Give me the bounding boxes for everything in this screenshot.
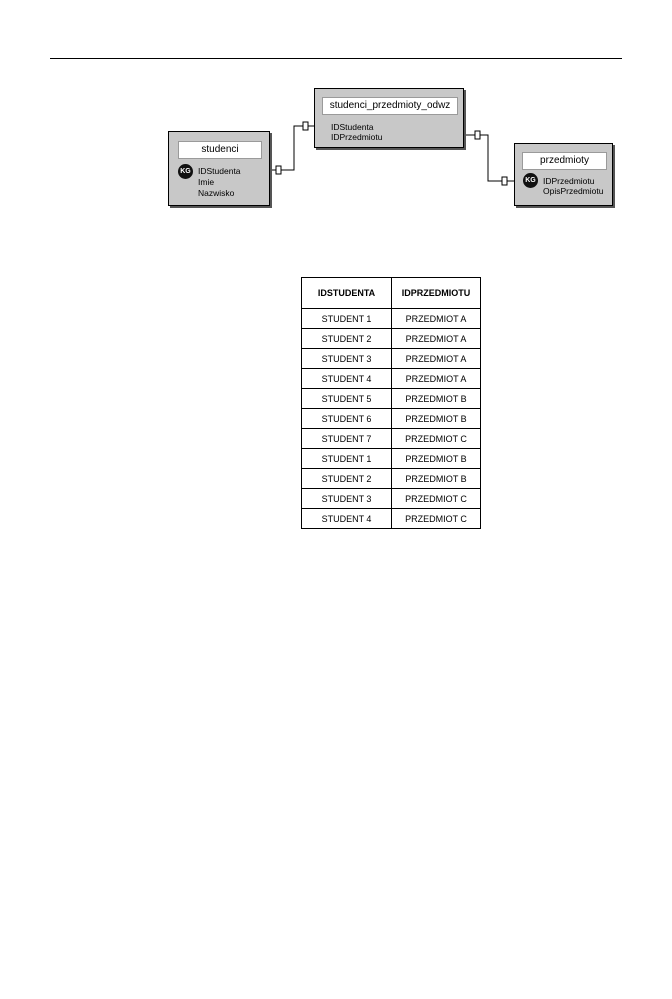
cell-idprzedmiotu: PRZEDMIOT B — [391, 468, 481, 489]
cell-idprzedmiotu: PRZEDMIOT B — [391, 408, 481, 429]
cell-idstudenta: STUDENT 3 — [301, 488, 392, 509]
field-idprzedmiotu: IDPrzedmiotu — [543, 176, 595, 186]
column-header: IDSTUDENTA — [301, 277, 392, 309]
cell-idprzedmiotu: PRZEDMIOT A — [391, 308, 481, 329]
cell-idstudenta: STUDENT 4 — [301, 508, 392, 529]
cell-idprzedmiotu: PRZEDMIOT C — [391, 508, 481, 529]
entity-title: studenci_przedmioty_odwz — [322, 97, 458, 115]
entity-studenci-przedmioty-odwz[interactable]: studenci_przedmioty_odwz IDStudenta IDPr… — [314, 88, 464, 148]
table-header-row: IDSTUDENTA IDPRZEDMIOTU — [301, 277, 481, 309]
entity-title: studenci — [178, 141, 262, 159]
field-idstudenta: IDStudenta — [331, 122, 374, 132]
cell-idprzedmiotu: PRZEDMIOT B — [391, 448, 481, 469]
cell-idprzedmiotu: PRZEDMIOT C — [391, 488, 481, 509]
cell-idprzedmiotu: PRZEDMIOT B — [391, 388, 481, 409]
cell-idstudenta: STUDENT 5 — [301, 388, 392, 409]
primary-key-icon: KG — [523, 173, 538, 188]
cell-idprzedmiotu: PRZEDMIOT A — [391, 368, 481, 389]
entity-title: przedmioty — [522, 152, 607, 170]
cell-idprzedmiotu: PRZEDMIOT A — [391, 328, 481, 349]
cell-idstudenta: STUDENT 4 — [301, 368, 392, 389]
cell-idstudenta: STUDENT 7 — [301, 428, 392, 449]
cell-idstudenta: STUDENT 1 — [301, 308, 392, 329]
field-idprzedmiotu: IDPrzedmiotu — [331, 132, 383, 142]
column-header: IDPRZEDMIOTU — [391, 277, 481, 309]
link-end-marker — [501, 176, 508, 186]
field-idstudenta: IDStudenta — [198, 166, 241, 176]
link-end-marker — [474, 130, 481, 140]
field-imie: Imie — [198, 177, 215, 187]
entity-przedmioty[interactable]: przedmioty KG IDPrzedmiotu OpisPrzedmiot… — [514, 143, 613, 206]
cell-idstudenta: STUDENT 3 — [301, 348, 392, 369]
cell-idstudenta: STUDENT 1 — [301, 448, 392, 469]
link-studenci-odwz — [248, 125, 330, 171]
link-end-marker — [275, 165, 282, 175]
entity-studenci[interactable]: studenci KG IDStudenta Imie Nazwisko — [168, 131, 270, 206]
cell-idprzedmiotu: PRZEDMIOT C — [391, 428, 481, 449]
primary-key-icon: KG — [178, 164, 193, 179]
cell-idprzedmiotu: PRZEDMIOT A — [391, 348, 481, 369]
cell-idstudenta: STUDENT 6 — [301, 408, 392, 429]
field-nazwisko: Nazwisko — [198, 188, 235, 198]
header-rule — [50, 58, 622, 59]
field-opisprzedmiotu: OpisPrzedmiotu — [543, 186, 604, 196]
cell-idstudenta: STUDENT 2 — [301, 328, 392, 349]
relationship-lines — [248, 121, 522, 186]
cell-idstudenta: STUDENT 2 — [301, 468, 392, 489]
link-end-marker — [302, 121, 309, 131]
